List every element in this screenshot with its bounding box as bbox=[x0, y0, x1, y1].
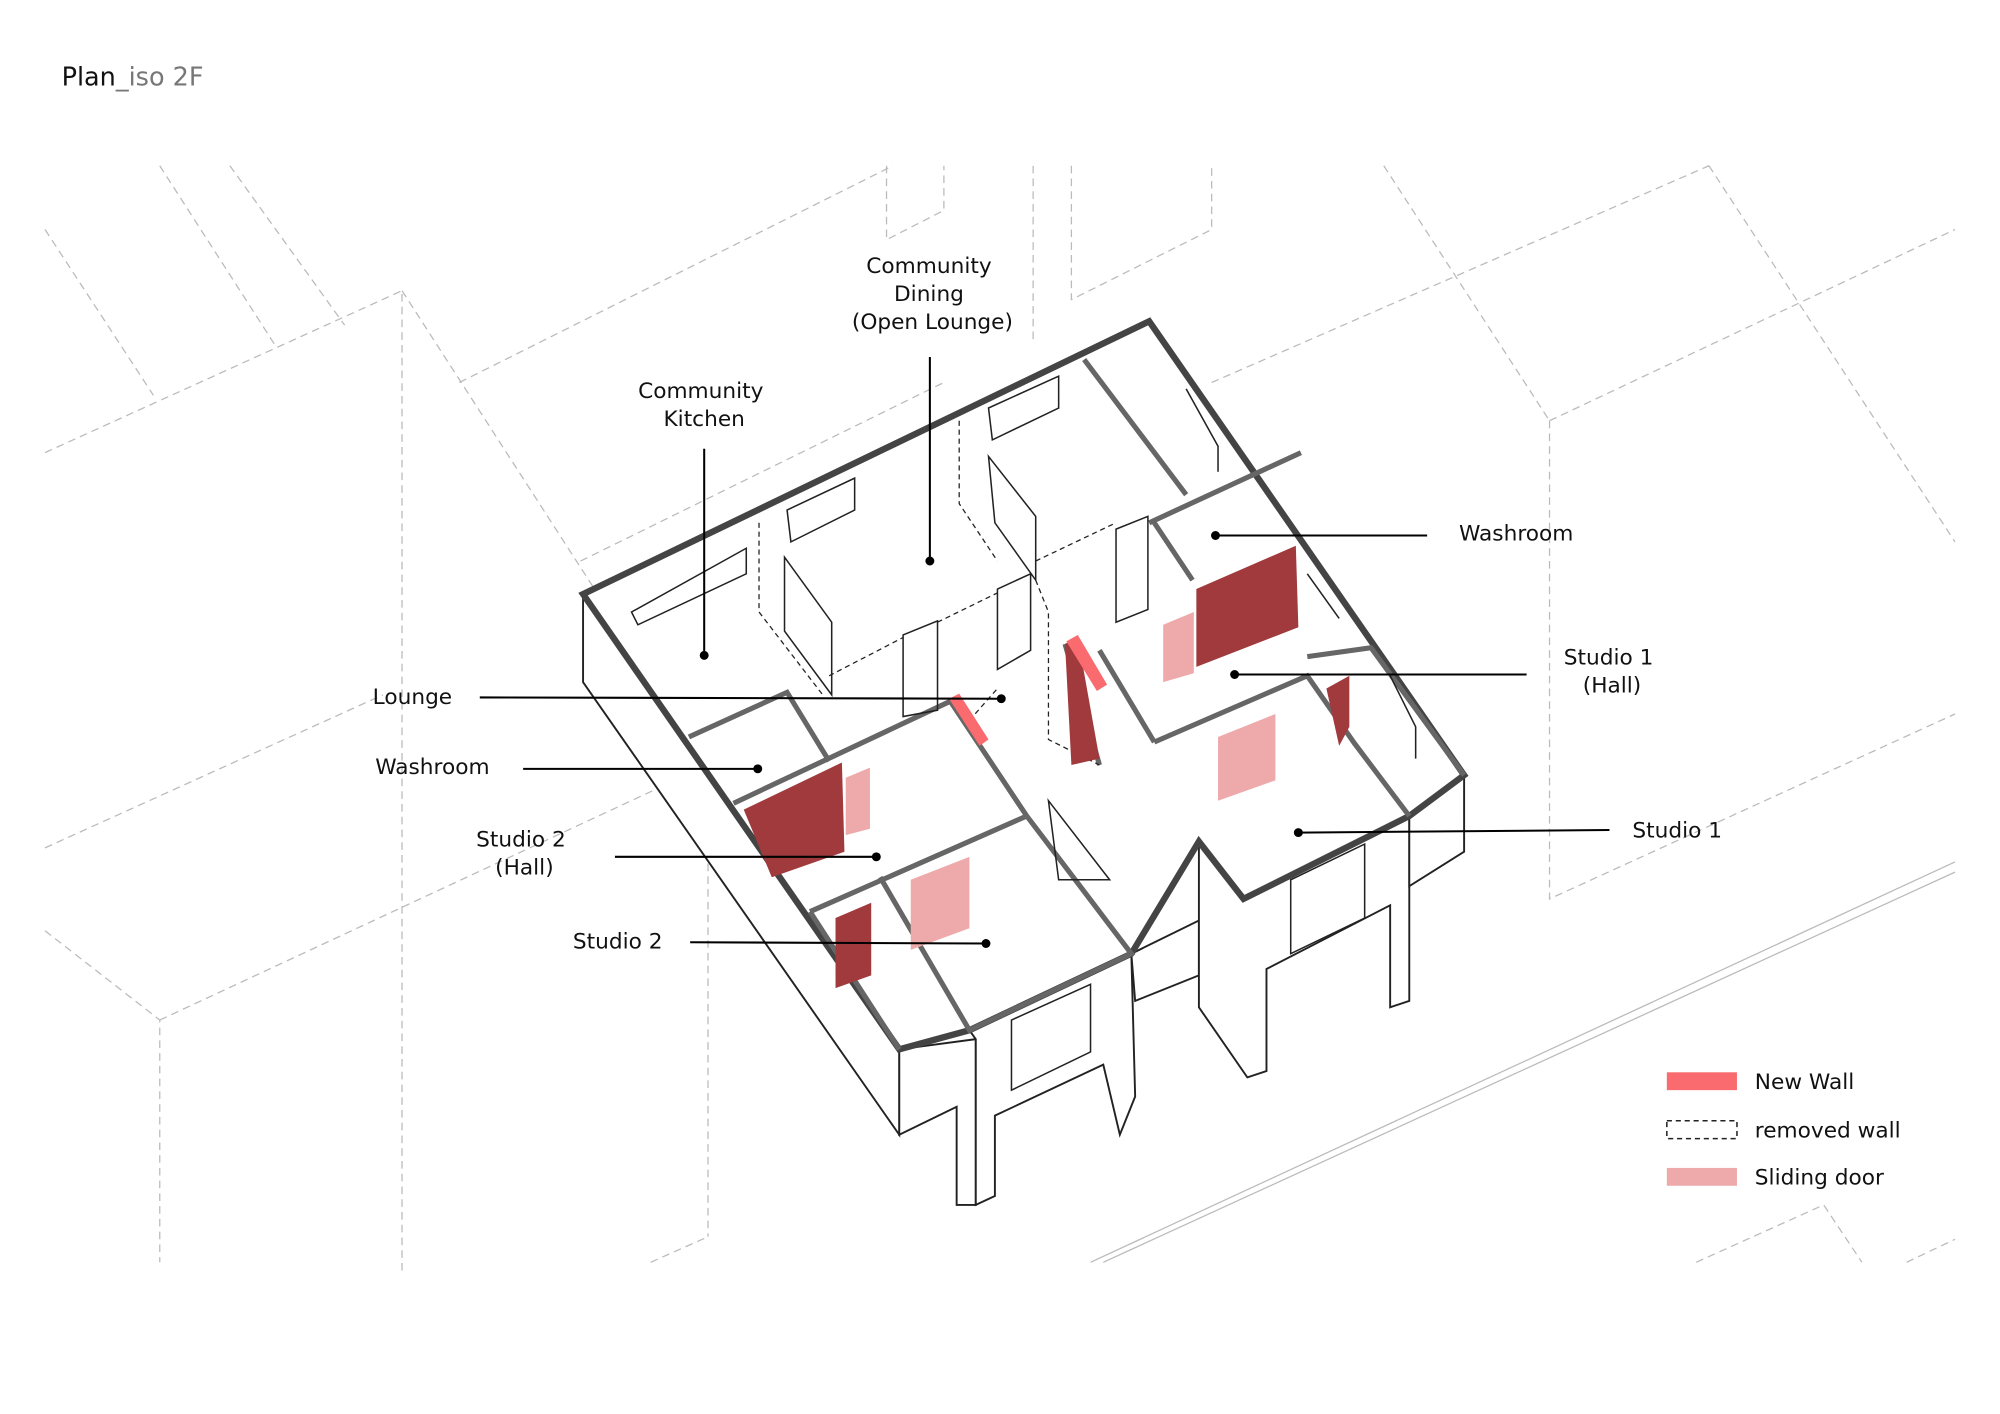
floor-outline bbox=[578, 317, 1469, 1054]
label-lounge: Lounge bbox=[373, 685, 452, 710]
legend-label: New Wall bbox=[1755, 1070, 1854, 1095]
label-studio1-hall: Studio 1 (Hall) bbox=[1564, 645, 1661, 698]
legend: New Wall removed wall Sliding door bbox=[1666, 1070, 1901, 1190]
leader-lines bbox=[479, 357, 1610, 948]
label-washroom-right: Washroom bbox=[1459, 522, 1573, 547]
studio2-front bbox=[967, 952, 1137, 1207]
label-studio2: Studio 2 bbox=[573, 930, 663, 955]
label-community-kitchen: Community Kitchen bbox=[638, 379, 770, 432]
sliding-door bbox=[910, 856, 970, 950]
sliding-door bbox=[1218, 714, 1276, 801]
building bbox=[578, 317, 1469, 1207]
new-wall-studio2 bbox=[743, 762, 845, 878]
new-wall-top bbox=[948, 693, 989, 746]
label-community-dining: Community Dining (Open Lounge) bbox=[852, 254, 1013, 335]
new-wall-studio1 bbox=[1196, 545, 1299, 667]
legend-swatch-sliding-door bbox=[1666, 1167, 1737, 1186]
new-wall-studio1-b bbox=[1065, 637, 1100, 766]
front-facade-left bbox=[898, 1038, 977, 1206]
legend-label: Sliding door bbox=[1755, 1165, 1884, 1190]
page-title: Plan_iso 2F bbox=[62, 62, 204, 92]
legend-swatch-new-wall bbox=[1666, 1072, 1737, 1091]
legend-label: removed wall bbox=[1755, 1118, 1901, 1143]
new-wall-studio1-c bbox=[1326, 675, 1350, 746]
label-washroom-left: Washroom bbox=[375, 755, 489, 780]
removed-walls bbox=[758, 420, 1117, 766]
legend-swatch-removed-wall bbox=[1666, 1119, 1738, 1140]
room-labels: Community Dining (Open Lounge) Community… bbox=[373, 254, 1722, 955]
label-studio1: Studio 1 bbox=[1632, 819, 1722, 844]
label-studio2-hall: Studio 2 (Hall) bbox=[476, 828, 573, 881]
new-wall-studio2-b bbox=[835, 902, 872, 989]
sliding-door bbox=[845, 767, 870, 836]
sliding-door bbox=[1163, 612, 1194, 683]
new-wall-top-b bbox=[1066, 634, 1108, 692]
